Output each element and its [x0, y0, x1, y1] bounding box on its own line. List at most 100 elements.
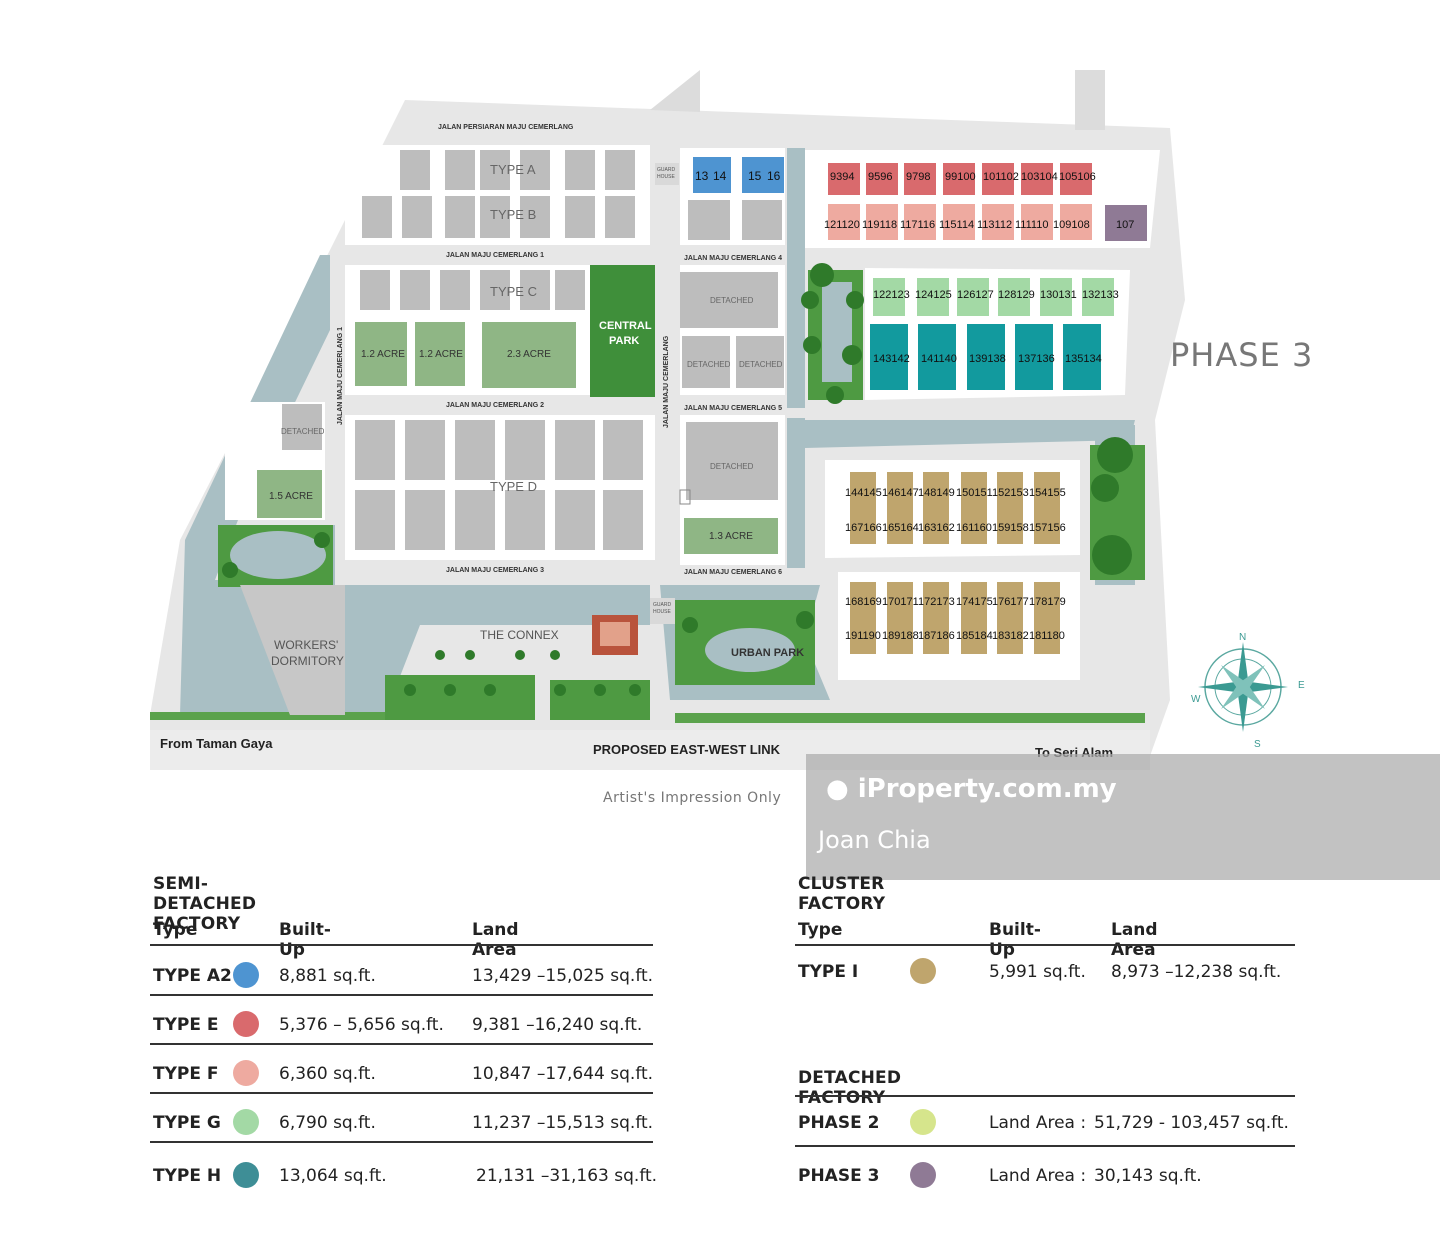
lot-number: 119118	[862, 219, 897, 231]
acre-label: 1.2 ACRE	[361, 349, 405, 360]
acre-label: 1.2 ACRE	[419, 349, 463, 360]
lot-number: 146147	[882, 487, 919, 499]
col-header-type: Type	[798, 920, 843, 940]
col-header-land-area: Land Area	[472, 920, 519, 960]
lot-number: 14	[713, 169, 727, 183]
detached-factory-title: DETACHED FACTORY	[798, 1068, 902, 1108]
semi-detached-land-area: 9,381 –16,240 sq.ft.	[472, 1015, 643, 1035]
urban-park-label: URBAN PARK	[731, 647, 804, 659]
type-c-label: TYPE C	[490, 284, 537, 299]
site-plan-map: JALAN PERSIARAN MAJU CEMERLANG JALAN MAJ…	[150, 70, 1305, 770]
lot-number: 9394	[830, 171, 854, 183]
lot-number: 161160	[956, 522, 992, 534]
semi-detached-land-area: 10,847 –17,644 sq.ft.	[472, 1064, 654, 1084]
col-header-land-area: Land Area	[1111, 920, 1158, 960]
road-label-2: JALAN MAJU CEMERLANG 2	[446, 402, 544, 409]
central-park-label-2: PARK	[609, 335, 639, 347]
central-park-label: CENTRAL	[599, 320, 652, 332]
east-west-link-label: PROPOSED EAST-WEST LINK	[593, 742, 781, 757]
lot-number: 139138	[969, 353, 1006, 365]
compass-n: N	[1239, 632, 1246, 643]
divider	[795, 1145, 1295, 1147]
lot-number: 132133	[1082, 289, 1119, 301]
lot-number: 130131	[1040, 289, 1077, 301]
lot-number: 16	[767, 169, 781, 183]
semi-detached-land-area: 11,237 –15,513 sq.ft.	[472, 1113, 654, 1133]
the-connex-label: THE CONNEX	[480, 628, 559, 642]
lot-number: 126127	[957, 289, 994, 301]
guard-house-label: GUARD	[653, 602, 671, 608]
lot-number: 143142	[873, 353, 910, 365]
type-swatch	[233, 1162, 259, 1188]
lot-number: 111110	[1015, 219, 1048, 231]
lot-number: 181180	[1029, 630, 1065, 642]
lot-number: 117116	[900, 219, 935, 231]
lot-number: 167166	[845, 522, 882, 534]
lot-number: 191190	[845, 630, 881, 642]
road-label-top: JALAN PERSIARAN MAJU CEMERLANG	[438, 124, 574, 131]
compass-s: S	[1254, 739, 1261, 750]
lot-number: 137136	[1018, 353, 1055, 365]
type-swatch	[233, 1011, 259, 1037]
lot-number: 144145	[845, 487, 882, 499]
lot-number: 159158	[992, 522, 1029, 534]
divider	[795, 944, 1295, 946]
lot-number: 165164	[882, 522, 919, 534]
type-b-label: TYPE B	[490, 207, 536, 222]
workers-dormitory-label: WORKERS'	[274, 638, 338, 652]
phase-2-land-area: 51,729 - 103,457 sq.ft.	[1094, 1113, 1289, 1133]
lot-number: 170171	[882, 596, 919, 608]
type-a-label: TYPE A	[490, 162, 536, 177]
acre-label: 1.3 ACRE	[709, 531, 753, 542]
cluster-title: CLUSTER FACTORY	[798, 874, 886, 914]
lot-number: 9798	[906, 171, 930, 183]
cluster-built-up: 5,991 sq.ft.	[989, 962, 1086, 982]
semi-detached-built-up: 13,064 sq.ft.	[279, 1166, 387, 1186]
semi-detached-type: TYPE H	[153, 1166, 222, 1186]
divider	[150, 994, 653, 996]
lot-number: 107	[1116, 219, 1134, 231]
lot-number: 15	[748, 169, 762, 183]
road-label-4: JALAN MAJU CEMERLANG 4	[684, 255, 782, 262]
divider	[150, 1141, 653, 1143]
lot-number: 157156	[1029, 522, 1066, 534]
lot-number: 109108	[1053, 219, 1090, 231]
watermark-agent: Joan Chia	[818, 826, 931, 854]
col-header-built-up: Built-Up	[279, 920, 331, 960]
detached-label: DETACHED	[710, 462, 754, 471]
lot-number: 113112	[977, 219, 1012, 231]
phase-3-land-label: Land Area :	[989, 1166, 1087, 1186]
phase-2-land-label: Land Area :	[989, 1113, 1087, 1133]
phase-3-label: PHASE 3	[1170, 336, 1314, 374]
road-label-vertical-2: JALAN MAJU CEMERLANG	[663, 335, 670, 428]
semi-detached-type: TYPE F	[153, 1064, 219, 1084]
divider	[150, 944, 653, 946]
lot-number: 13	[695, 169, 709, 183]
acre-label: 2.3 ACRE	[507, 349, 551, 360]
lot-number: 135134	[1065, 353, 1102, 365]
lot-number: 141140	[921, 353, 957, 365]
lot-number: 122123	[873, 289, 910, 301]
type-i-swatch	[910, 958, 936, 984]
semi-detached-built-up: 6,360 sq.ft.	[279, 1064, 376, 1084]
lot-number: 105106	[1059, 171, 1096, 183]
lot-number: 103104	[1021, 171, 1058, 183]
guard-house-label: HOUSE	[657, 174, 675, 180]
watermark-brand-text: iProperty.com.my	[857, 774, 1117, 804]
detached-label: DETACHED	[687, 360, 731, 369]
compass-w: W	[1191, 694, 1201, 705]
workers-dormitory-label-2: DORMITORY	[271, 654, 344, 668]
semi-detached-land-area: 13,429 –15,025 sq.ft.	[472, 966, 654, 986]
road-label-5: JALAN MAJU CEMERLANG 5	[684, 405, 782, 412]
divider	[150, 1092, 653, 1094]
acre-label: 1.5 ACRE	[269, 491, 313, 502]
lot-number: 115114	[939, 219, 974, 231]
cluster-land-area: 8,973 –12,238 sq.ft.	[1111, 962, 1282, 982]
compass-e: E	[1298, 680, 1305, 691]
lot-number: 185184	[956, 630, 993, 642]
lot-number: 187186	[918, 630, 955, 642]
lot-number: 152153	[992, 487, 1029, 499]
compass-icon	[1198, 642, 1288, 732]
lot-number: 101102	[983, 171, 1019, 183]
road-label-1: JALAN MAJU CEMERLANG 1	[446, 252, 544, 259]
